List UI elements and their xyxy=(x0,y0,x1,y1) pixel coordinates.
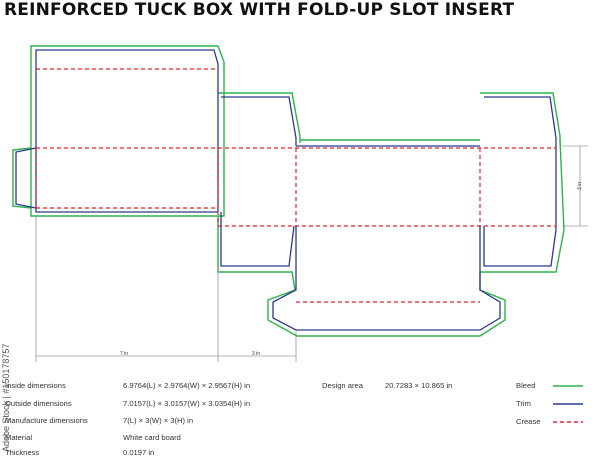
spec-label-material: Material xyxy=(5,433,33,442)
design-area-value: 20.7283 × 10.865 in xyxy=(385,381,453,390)
stock-watermark: Adobe Stock | #150178757 xyxy=(1,343,11,452)
trim-right-flap xyxy=(483,146,557,267)
spec-label-manufacture: Manufacture dimensions xyxy=(5,416,88,425)
crease-lines xyxy=(35,68,556,303)
length-dimension-label: 7 in xyxy=(120,351,129,357)
bleed-left-tab xyxy=(12,147,32,209)
design-area-label: Design area xyxy=(322,381,363,390)
spec-label-thickness: Thickness xyxy=(5,448,40,457)
spec-value-thickness: 0.0197 in xyxy=(123,448,155,457)
legend-bleed-label: Bleed xyxy=(516,381,536,390)
page-title: REINFORCED TUCK BOX WITH FOLD-UP SLOT IN… xyxy=(4,0,515,20)
spec-label-inside: Inside dimensions xyxy=(5,381,66,390)
spec-label-outside: Outside dimensions xyxy=(5,399,72,408)
spec-value-inside: 6.9764(L) × 2.9764(W) × 2.9567(H) in xyxy=(123,381,251,390)
bleed-lines xyxy=(12,45,565,337)
height-dimension-label: 3 in xyxy=(577,181,584,191)
bleed-right-tab xyxy=(480,139,565,273)
dimension-lines xyxy=(35,145,588,362)
bleed-top-flap-2 xyxy=(480,92,561,143)
trim-top-flap-1 xyxy=(221,96,297,146)
trim-top-flap-2 xyxy=(484,96,557,146)
trim-bottom-flap xyxy=(220,212,295,267)
legend-trim-label: Trim xyxy=(516,399,531,408)
trim-lines xyxy=(15,49,557,331)
bleed-left-panel xyxy=(30,45,225,217)
trim-insert xyxy=(272,226,501,331)
spec-value-material: White card board xyxy=(123,433,181,442)
legend-crease-label: Crease xyxy=(516,417,541,426)
bleed-bottom-left xyxy=(217,216,506,337)
bleed-top-flap-1 xyxy=(218,92,301,143)
spec-value-outside: 7.0157(L) × 3.0157(W) × 3.0354(H) in xyxy=(123,399,251,408)
width-dimension-label: 3 in xyxy=(252,351,261,357)
trim-left-panel xyxy=(35,49,219,213)
trim-left-tab xyxy=(15,147,37,209)
spec-value-manufacture: 7(L) × 3(W) × 3(H) in xyxy=(123,416,194,425)
